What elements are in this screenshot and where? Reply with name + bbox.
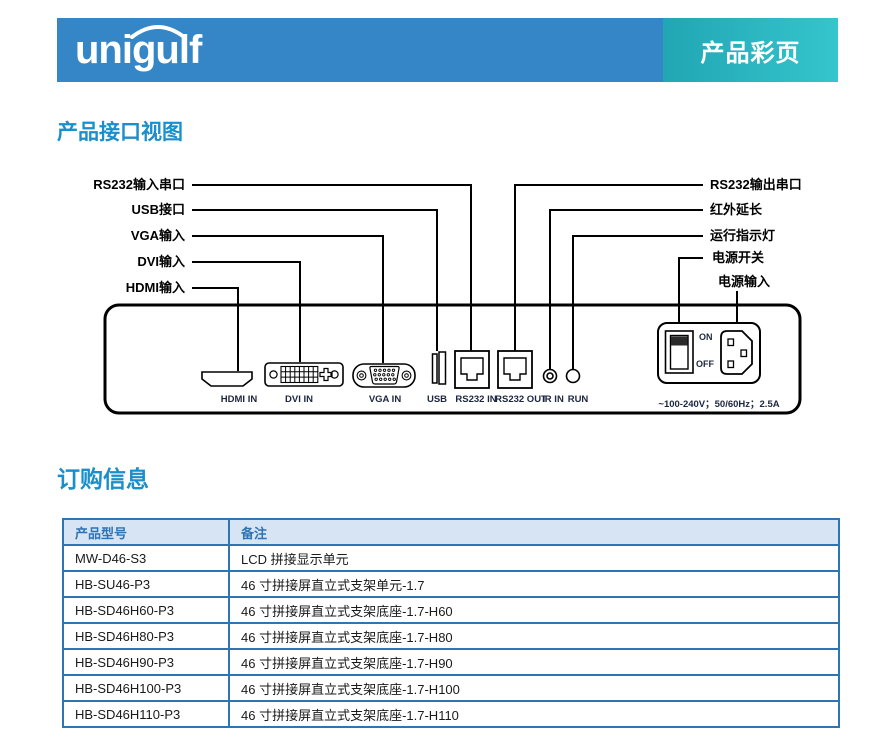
switch-on-label: ON <box>699 332 713 342</box>
remark-cell: 46 寸拼接屏直立式支架底座-1.7-H100 <box>228 674 840 702</box>
power-rating-label: ~100-240V；50/60Hz；2.5A <box>658 399 780 410</box>
interface-diagram: RS232输入串口 USB接口 VGA输入 DVI输入 HDMI输入 RS232… <box>0 160 887 430</box>
callout-rs232-in: RS232输入串口 <box>93 177 185 192</box>
rs232-in-port <box>454 350 490 389</box>
column-header-model: 产品型号 <box>62 518 230 546</box>
remark-cell: 46 寸拼接屏直立式支架单元-1.7 <box>228 570 840 598</box>
ir-window <box>542 368 558 384</box>
remark-cell: 46 寸拼接屏直立式支架底座-1.7-H90 <box>228 648 840 676</box>
dvi-port <box>264 362 344 387</box>
port-label-run: RUN <box>567 394 589 405</box>
port-label-rs232-out: RS232 OUT <box>495 394 547 405</box>
remark-cell: 46 寸拼接屏直立式支架底座-1.7-H60 <box>228 596 840 624</box>
model-cell: HB-SD46H60-P3 <box>62 596 230 624</box>
callout-power-switch: 电源开关 <box>712 250 765 265</box>
model-cell: MW-D46-S3 <box>62 544 230 572</box>
ordering-section-title: 订购信息 <box>57 466 149 492</box>
callout-lines <box>192 184 738 371</box>
remark-cell: 46 寸拼接屏直立式支架底座-1.7-H110 <box>228 700 840 728</box>
callout-ir: 红外延长 <box>710 202 763 217</box>
callout-run: 运行指示灯 <box>710 228 776 243</box>
model-cell: HB-SD46H80-P3 <box>62 622 230 650</box>
rs232-out-port <box>497 350 533 389</box>
header-bar: unigulf 产品彩页 <box>57 18 838 82</box>
rear-panel-drawing <box>103 184 802 415</box>
port-label-hdmi: HDMI IN <box>220 394 258 405</box>
column-header-remark: 备注 <box>228 518 840 546</box>
port-label-vga: VGA IN <box>368 394 402 405</box>
callout-usb: USB接口 <box>131 202 185 217</box>
switch-off-label: OFF <box>696 359 714 369</box>
hdmi-port <box>201 371 253 387</box>
logo-arc-icon <box>130 25 186 39</box>
callout-vga: VGA输入 <box>130 228 185 243</box>
port-label-usb: USB <box>426 394 448 405</box>
vga-port <box>352 363 416 388</box>
banner-tab: 产品彩页 <box>663 18 838 82</box>
model-cell: HB-SD46H110-P3 <box>62 700 230 728</box>
model-cell: HB-SU46-P3 <box>62 570 230 598</box>
usb-port <box>431 351 447 385</box>
interface-section-title: 产品接口视图 <box>57 121 183 144</box>
run-led <box>565 368 581 384</box>
callout-dvi: DVI输入 <box>137 254 185 269</box>
callout-rs232-out: RS232输出串口 <box>710 177 802 192</box>
banner-label: 产品彩页 <box>700 39 801 67</box>
port-label-dvi: DVI IN <box>285 394 313 405</box>
callout-hdmi: HDMI输入 <box>125 280 185 295</box>
callout-power-input: 电源输入 <box>718 274 771 289</box>
remark-cell: 46 寸拼接屏直立式支架底座-1.7-H80 <box>228 622 840 650</box>
power-inlet <box>720 330 753 375</box>
port-label-ir-in: IR IN <box>542 394 564 405</box>
power-switch <box>664 330 694 374</box>
model-cell: HB-SD46H100-P3 <box>62 674 230 702</box>
brand-logo: unigulf <box>75 24 202 76</box>
model-cell: HB-SD46H90-P3 <box>62 648 230 676</box>
table-header-row: 产品型号 备注 <box>62 518 840 546</box>
remark-cell: LCD 拼接显示单元 <box>228 544 840 572</box>
port-label-rs232-in: RS232 IN <box>455 394 497 405</box>
